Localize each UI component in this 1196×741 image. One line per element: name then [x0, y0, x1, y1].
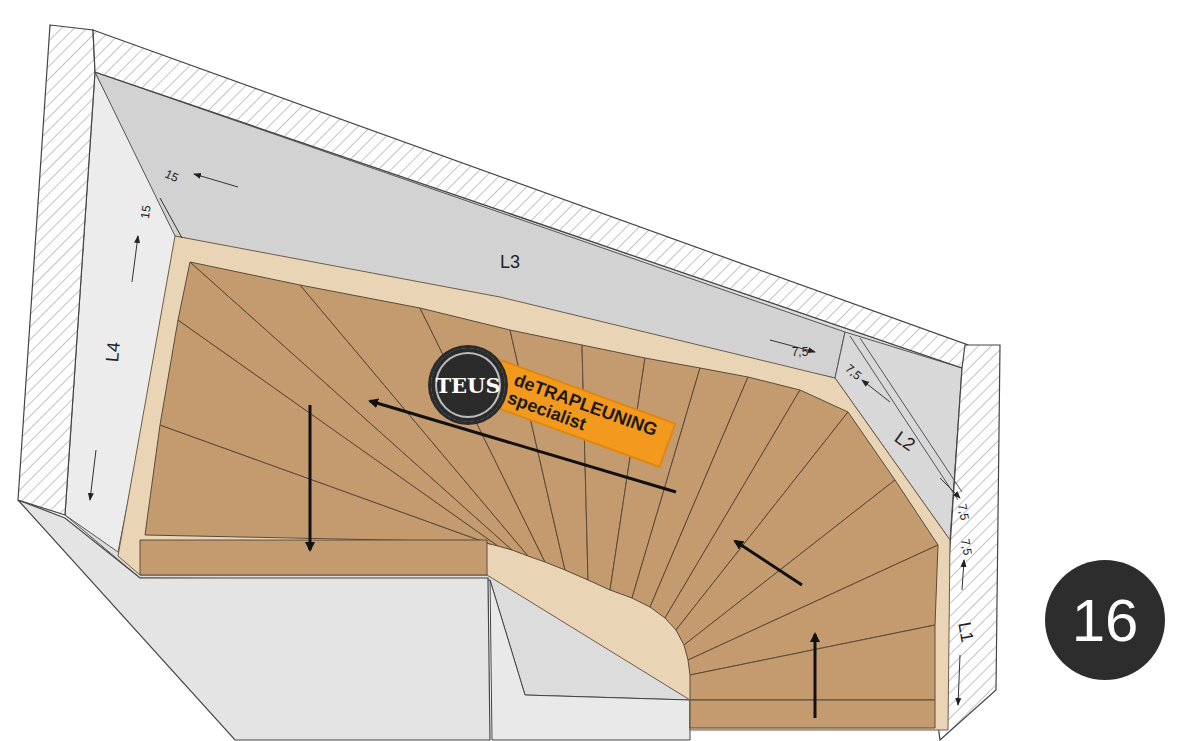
dimension-label: 7,5	[959, 538, 974, 557]
figure-number-text: 16	[1072, 586, 1139, 655]
logo-text: TEUS	[435, 373, 500, 398]
logo-badge: TEUS	[428, 345, 508, 425]
length-label: L1	[955, 621, 976, 644]
dimension-label: 15	[139, 205, 153, 220]
dimension-label: 7,5	[792, 346, 809, 358]
figure-number: 16	[1045, 560, 1165, 680]
length-label: L4	[103, 341, 123, 363]
length-label: L3	[500, 253, 520, 271]
dimension-label: 7,5	[956, 503, 971, 522]
